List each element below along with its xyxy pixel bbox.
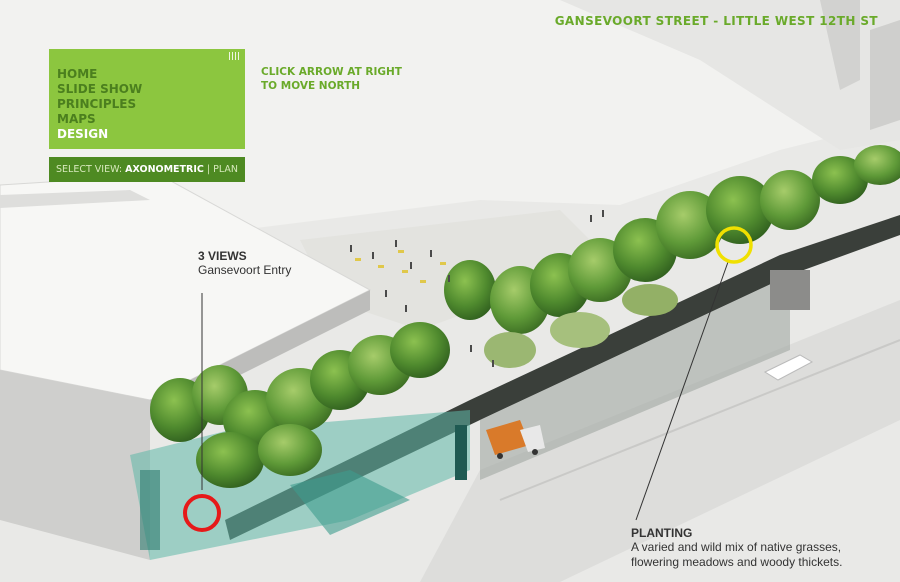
view-option-plan[interactable]: PLAN (213, 164, 238, 175)
main-nav: HOME SLIDE SHOW PRINCIPLES MAPS DESIGN (49, 49, 245, 149)
truck (486, 420, 545, 459)
planting-vegetation (150, 145, 900, 488)
car (763, 354, 814, 381)
planting-callout-line-1: A varied and wild mix of native grasses, (631, 540, 842, 554)
grip-icon (229, 52, 241, 60)
planting-leader-line (635, 261, 729, 521)
pedestrians (350, 210, 604, 367)
view-option-axonometric[interactable]: AXONOMETRIC (125, 164, 204, 175)
view-hotspot-red[interactable] (183, 494, 221, 532)
building-left-wall (0, 370, 150, 560)
nav-item-slide-show[interactable]: SLIDE SHOW (57, 82, 143, 96)
planting-callout-line-2: flowering meadows and woody thickets. (631, 555, 843, 569)
views-callout-subtitle: Gansevoort Entry (198, 263, 292, 277)
view-hotspot-yellow[interactable] (715, 226, 753, 264)
nav-item-principles[interactable]: PRINCIPLES (57, 97, 137, 111)
view-selector-prefix: SELECT VIEW: (56, 164, 123, 175)
instruction-line-1: CLICK ARROW AT RIGHT (261, 66, 402, 78)
planting-callout-title: PLANTING (631, 526, 693, 540)
view-selector: SELECT VIEW: AXONOMETRIC | PLAN (49, 157, 245, 182)
nav-item-design[interactable]: DESIGN (57, 127, 109, 141)
nav-item-home[interactable]: HOME (57, 67, 98, 81)
views-callout: 3 VIEWS Gansevoort Entry (198, 249, 291, 278)
instruction-line-2: TO MOVE NORTH (261, 80, 361, 92)
location-title: GANSEVOORT STREET - LITTLE WEST 12TH ST (554, 14, 878, 28)
instruction-text: CLICK ARROW AT RIGHT TO MOVE NORTH (261, 65, 402, 93)
view-separator: | (206, 164, 211, 175)
views-callout-title: 3 VIEWS (198, 249, 247, 263)
planting-callout: PLANTING A varied and wild mix of native… (631, 526, 842, 570)
building-upper-right (560, 0, 900, 150)
nav-item-maps[interactable]: MAPS (57, 112, 96, 126)
